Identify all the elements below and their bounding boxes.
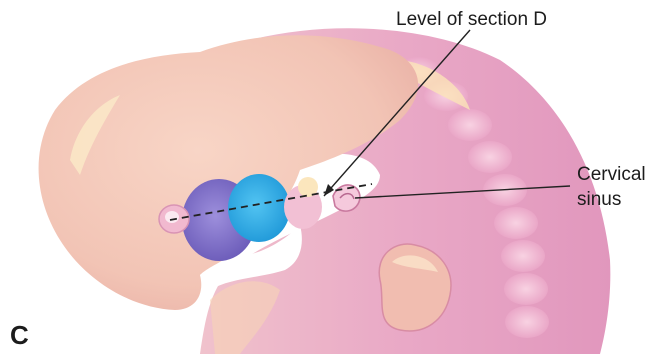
somite bbox=[505, 306, 549, 338]
panel-letter: C bbox=[10, 320, 29, 350]
label-sinus: sinus bbox=[577, 189, 621, 210]
somite bbox=[501, 240, 545, 272]
label-cervical: Cervical bbox=[577, 164, 646, 185]
label-level-of-section: Level of section D bbox=[396, 9, 547, 30]
somite bbox=[494, 207, 538, 239]
somite bbox=[448, 109, 492, 141]
somite bbox=[504, 273, 548, 305]
optic-bulb-highlight bbox=[165, 211, 179, 223]
pharyngeal-arch-2 bbox=[228, 174, 290, 242]
somite bbox=[468, 141, 512, 173]
